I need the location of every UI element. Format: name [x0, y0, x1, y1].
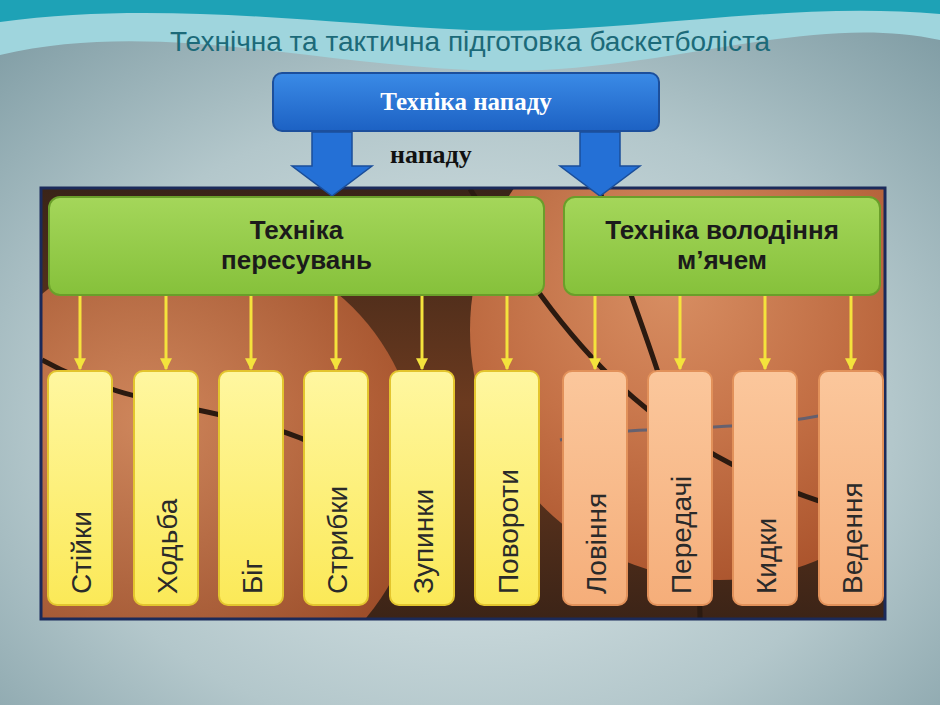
arrow-line — [250, 296, 253, 369]
arrow-line — [850, 296, 853, 369]
arrow-line — [594, 296, 597, 369]
photo-frame — [41, 188, 885, 619]
arrow-line — [421, 296, 424, 369]
category-label: Техніка нападу — [380, 88, 552, 116]
technique-box: Зупинки — [389, 370, 455, 606]
arrow-line — [79, 296, 82, 369]
category-label: Техніка пересувань — [197, 216, 397, 276]
category-box: Техніка володіння м’ячем — [563, 196, 881, 296]
top-wave — [0, 0, 940, 71]
technique-label: Стійки — [67, 511, 98, 594]
technique-label: Біг — [238, 559, 269, 594]
technique-label: Кидки — [752, 518, 783, 594]
block-arrow — [292, 132, 372, 196]
arrow-line — [764, 296, 767, 369]
technique-label: Передачі — [667, 476, 698, 594]
technique-box: Стійки — [47, 370, 113, 606]
arrow-line — [679, 296, 682, 369]
technique-box: Ходьба — [133, 370, 199, 606]
technique-box: Передачі — [647, 370, 713, 606]
photo — [42, 189, 884, 618]
technique-box: Кидки — [732, 370, 798, 606]
technique-box: Біг — [218, 370, 284, 606]
arrow-line — [165, 296, 168, 369]
technique-box: Ведення — [818, 370, 884, 606]
technique-label: Стрибки — [323, 486, 354, 594]
arrow-line — [506, 296, 509, 369]
technique-label: Ходьба — [153, 499, 184, 594]
category-box: Техніка пересувань — [48, 196, 545, 296]
category-label: Техніка володіння м’ячем — [597, 216, 847, 276]
technique-label: Ведення — [838, 482, 869, 594]
category-box: Техніка нападу — [272, 72, 660, 132]
stray-label: нападу — [390, 140, 472, 170]
technique-label: Ловіння — [582, 493, 613, 594]
technique-box: Стрибки — [303, 370, 369, 606]
arrow-line — [335, 296, 338, 369]
block-arrow — [560, 132, 640, 196]
slide-title: Технічна та тактична підготовка баскетбо… — [0, 26, 940, 58]
technique-label: Повороти — [494, 469, 525, 594]
technique-box: Ловіння — [562, 370, 628, 606]
technique-box: Повороти — [474, 370, 540, 606]
technique-label: Зупинки — [409, 489, 440, 594]
